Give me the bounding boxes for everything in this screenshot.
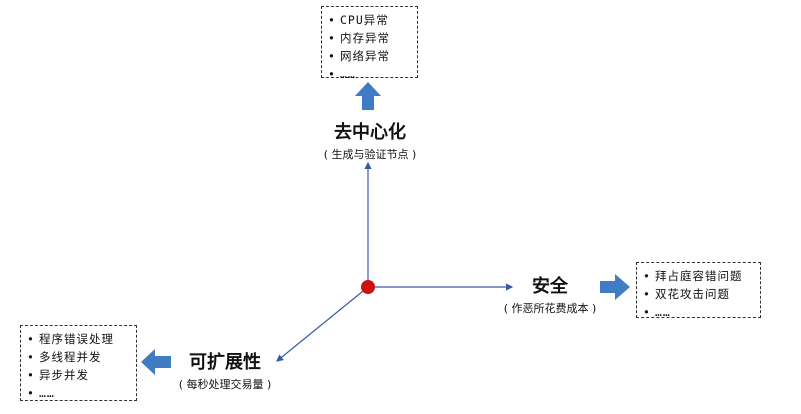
axis-down-left <box>276 286 369 362</box>
security-title: 安全 <box>532 276 568 297</box>
list-item: •异步并发 <box>27 368 89 382</box>
right-issue-list: •拜占庭容错问题 •双花攻击问题 •…… <box>643 267 754 321</box>
list-item: •内存异常 <box>328 31 390 45</box>
security-subtitle: ( 作恶所花费成本 ) <box>503 302 597 315</box>
decentralization-title: 去中心化 <box>334 122 406 143</box>
right-issue-box: •拜占庭容错问题 •双花攻击问题 •…… <box>636 262 761 321</box>
bullet-icon: • <box>27 332 35 346</box>
security-label: 安全 ( 作恶所花费成本 ) <box>480 272 620 316</box>
list-item: •…… <box>643 305 671 319</box>
scalability-title: 可扩展性 <box>189 352 261 373</box>
list-item: •双花攻击问题 <box>643 287 730 301</box>
bullet-icon: • <box>643 287 651 301</box>
decentralization-subtitle: ( 生成与验证节点 ) <box>323 148 417 161</box>
block-arrow-right <box>600 274 630 300</box>
left-issue-box: •程序错误处理 •多线程并发 •异步并发 •…… <box>20 325 137 401</box>
list-item: •程序错误处理 <box>27 332 114 346</box>
bullet-icon: • <box>643 269 651 283</box>
block-arrow-left <box>141 349 171 375</box>
top-issue-list: •CPU异常 •内存异常 •网络异常 •…… <box>328 11 411 83</box>
list-item: •拜占庭容错问题 <box>643 269 743 283</box>
top-issue-box: •CPU异常 •内存异常 •网络异常 •…… <box>321 6 418 81</box>
bullet-icon: • <box>328 67 336 81</box>
list-item: •多线程并发 <box>27 350 102 364</box>
bullet-icon: • <box>27 368 35 382</box>
center-dot <box>361 280 375 294</box>
list-item: •CPU异常 <box>328 13 389 27</box>
block-arrow-up <box>355 82 381 110</box>
list-item: •网络异常 <box>328 49 390 63</box>
bullet-icon: • <box>643 305 651 319</box>
scalability-label: 可扩展性 ( 每秒处理交易量 ) <box>155 348 295 392</box>
bullet-icon: • <box>27 386 35 400</box>
bullet-icon: • <box>328 49 336 63</box>
decentralization-label: 去中心化 ( 生成与验证节点 ) <box>300 118 440 162</box>
bullet-icon: • <box>328 31 336 45</box>
bullet-icon: • <box>27 350 35 364</box>
bullet-icon: • <box>328 13 336 27</box>
left-issue-list: •程序错误处理 •多线程并发 •异步并发 •…… <box>27 330 130 402</box>
scalability-subtitle: ( 每秒处理交易量 ) <box>178 378 272 391</box>
list-item: •…… <box>328 67 356 81</box>
list-item: •…… <box>27 386 55 400</box>
